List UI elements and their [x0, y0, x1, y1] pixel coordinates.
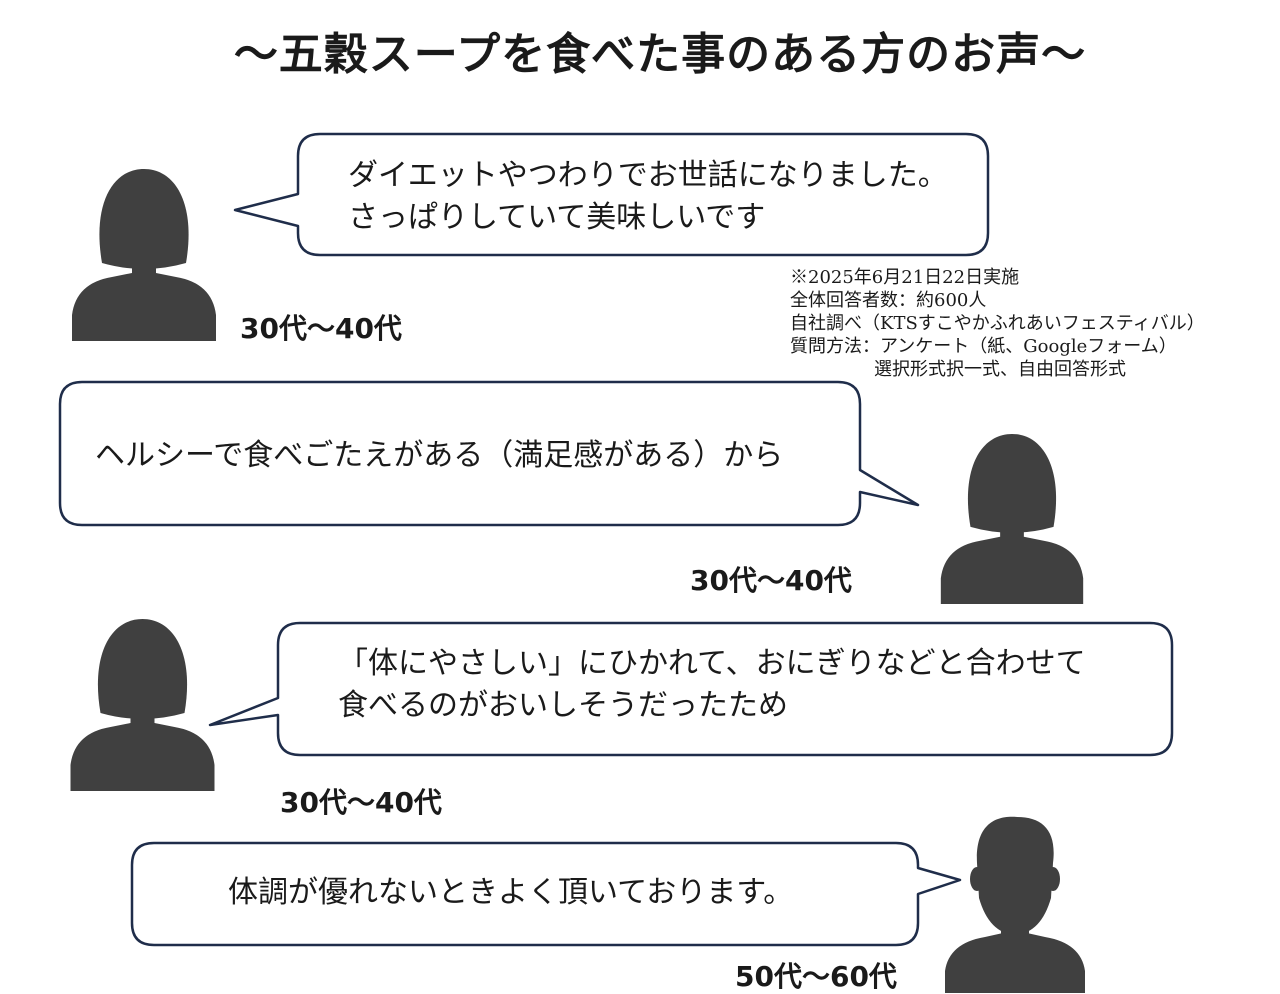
comment-line: さっぱりしていて美味しいです	[348, 200, 766, 235]
speech-bubble-2	[58, 380, 920, 527]
comment-line: ヘルシーで食べごたえがある（満足感がある）から	[95, 438, 784, 473]
comment-3-text: 「体にやさしい」にひかれて、おにぎりなどと合わせて 食べるのがおいしそうだったた…	[338, 643, 1086, 727]
woman-silhouette-icon	[940, 433, 1084, 604]
note-line: ※2025年6月21日22日実施	[790, 267, 1020, 288]
comment-2-text: ヘルシーで食べごたえがある（満足感がある）から	[95, 435, 783, 477]
note-line: 自社調べ（KTSすこやかふれあいフェスティバル）	[790, 313, 1205, 334]
age-label: 30代～40代	[280, 786, 442, 819]
survey-note: ※2025年6月21日22日実施 全体回答者数：約600人 自社調べ（KTSすこ…	[790, 266, 1205, 381]
speech-bubble-4	[130, 841, 962, 947]
note-line: 質問方法：アンケート（紙、Googleフォーム）	[790, 336, 1177, 357]
page-title: ～五穀スープを食べた事のある方のお声～	[233, 29, 1087, 80]
speech-bubble-3	[208, 621, 1174, 757]
age-label: 30代～40代	[690, 564, 852, 597]
woman-silhouette-icon	[70, 619, 215, 791]
comment-1-text: ダイエットやつわりでお世話になりました。 さっぱりしていて美味しいです	[348, 155, 948, 239]
age-label: 50代～60代	[735, 960, 897, 993]
comment-line: 食べるのがおいしそうだったため	[338, 688, 788, 723]
woman-silhouette-icon	[72, 169, 216, 341]
comment-line: ダイエットやつわりでお世話になりました。	[348, 158, 948, 193]
comment-4-text: 体調が優れないときよく頂いております。	[228, 872, 793, 914]
comment-line: 体調が優れないときよく頂いております。	[228, 875, 794, 910]
age-label: 30代～40代	[240, 312, 402, 345]
note-line: 選択形式択一式、自由回答形式	[874, 359, 1126, 380]
speech-bubble-1	[233, 132, 990, 257]
note-line: 全体回答者数：約600人	[790, 290, 987, 311]
comment-line: 「体にやさしい」にひかれて、おにぎりなどと合わせて	[338, 646, 1086, 681]
man-silhouette-icon	[945, 816, 1085, 993]
